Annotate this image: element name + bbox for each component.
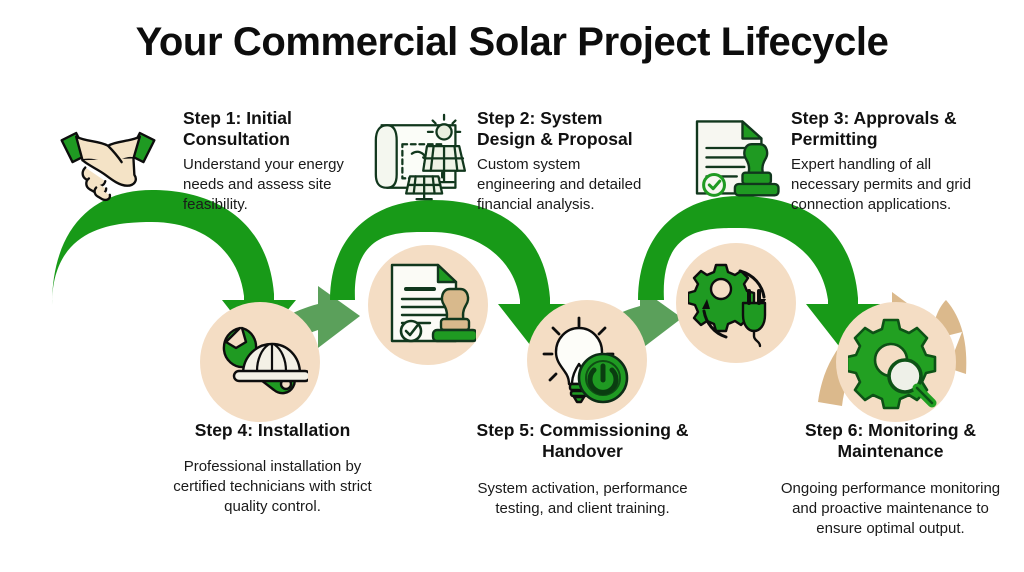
handshake-icon bbox=[60, 131, 156, 202]
step-5-body: System activation, performance testing, … bbox=[477, 479, 688, 517]
step-1-body: Understand your energy needs and assess … bbox=[183, 155, 344, 213]
node-gearsearch bbox=[836, 302, 956, 422]
node-gearplug bbox=[676, 243, 796, 363]
step-2-heading: Step 2: System Design & Proposal bbox=[477, 108, 633, 150]
step-6-text: Step 6: Monitoring & Maintenance Ongoing… bbox=[778, 420, 1003, 539]
gear-magnifier-icon bbox=[848, 318, 937, 410]
step-4-heading: Step 4: Installation bbox=[194, 420, 351, 440]
step-6-body: Ongoing performance monitoring and proac… bbox=[780, 479, 1001, 537]
step-2-body: Custom system engineering and detailed f… bbox=[477, 155, 642, 213]
step-5-heading: Step 5: Commissioning & Handover bbox=[476, 420, 689, 462]
step-2-text: Step 2: System Design & Proposal Custom … bbox=[477, 108, 662, 215]
step-5-text: Step 5: Commissioning & Handover System … bbox=[470, 420, 695, 519]
step-4-text: Step 4: Installation Professional instal… bbox=[165, 420, 380, 517]
step-3-body: Expert handling of all necessary permits… bbox=[791, 155, 972, 213]
step-1-heading: Step 1: Initial Consultation bbox=[183, 108, 292, 150]
step-3-heading: Step 3: Approvals & Permitting bbox=[791, 108, 957, 150]
gear-plug-cycle-icon bbox=[688, 263, 767, 348]
lightbulb-power-icon bbox=[542, 316, 629, 404]
permit-stamp-icon bbox=[695, 120, 780, 197]
solar-blueprint-icon bbox=[374, 113, 467, 201]
page-title: Your Commercial Solar Project Lifecycle bbox=[135, 20, 889, 64]
node-contract bbox=[368, 245, 488, 365]
step-1-text: Step 1: Initial Consultation Understand … bbox=[183, 108, 358, 215]
node-bulb bbox=[527, 300, 647, 420]
node-wrench bbox=[200, 302, 320, 422]
step-3-text: Step 3: Approvals & Permitting Expert ha… bbox=[791, 108, 991, 215]
step-6-heading: Step 6: Monitoring & Maintenance bbox=[804, 420, 977, 462]
contract-stamp-icon bbox=[390, 263, 476, 343]
wrench-hardhat-icon bbox=[222, 326, 308, 395]
step-4-body: Professional installation by certified t… bbox=[173, 458, 372, 516]
